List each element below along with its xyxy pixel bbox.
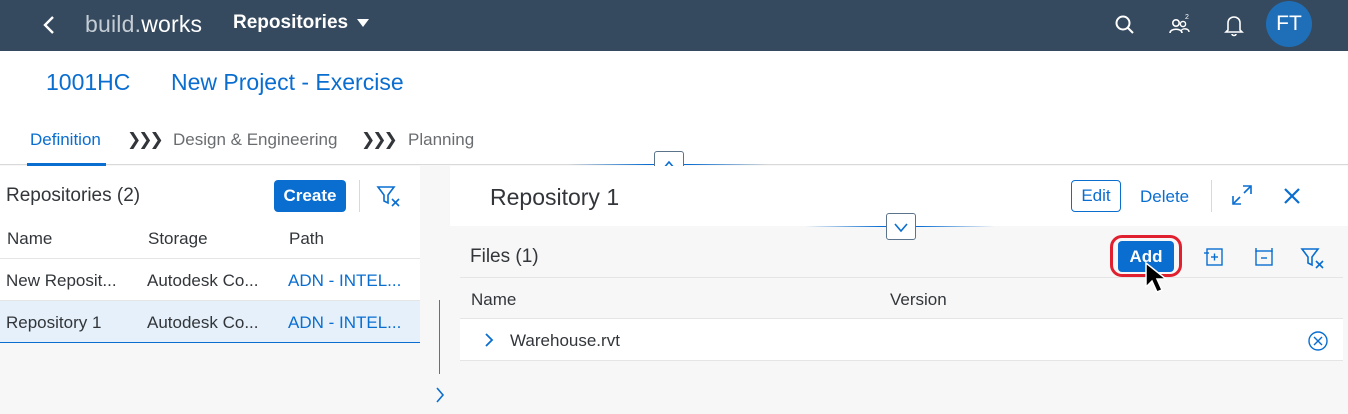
column-header-name[interactable]: Name bbox=[7, 229, 53, 248]
object-page-header: 1001HC New Project - Exercise Definition… bbox=[0, 51, 1348, 166]
add-button[interactable]: Add bbox=[1118, 241, 1174, 272]
table-row[interactable]: Warehouse.rvt bbox=[460, 319, 1343, 361]
detail-title: Repository 1 bbox=[490, 184, 620, 210]
bell-icon[interactable] bbox=[1221, 12, 1247, 38]
cell-storage: Autodesk Co... bbox=[147, 271, 259, 290]
brand-bold-text: works bbox=[141, 11, 203, 37]
tab-separator-icon: ❯❯❯ bbox=[361, 130, 398, 149]
active-tab-indicator bbox=[27, 163, 106, 166]
caret-down-icon bbox=[357, 19, 370, 27]
list-toolbar: Repositories (2) Create bbox=[0, 166, 420, 222]
object-id: 1001HC bbox=[46, 69, 131, 95]
remove-row-icon[interactable] bbox=[1307, 330, 1329, 352]
cell-name: New Reposit... bbox=[6, 271, 117, 290]
repositories-list-panel: Repositories (2) Create Name Storage Pat… bbox=[0, 166, 420, 414]
list-title: Repositories (2) bbox=[6, 185, 141, 206]
table-header-row: Name Storage Path bbox=[0, 216, 420, 259]
create-button[interactable]: Create bbox=[274, 180, 346, 212]
files-tree-table: Name Version Warehouse.rvt bbox=[460, 277, 1343, 361]
expand-header-button[interactable] bbox=[886, 213, 916, 240]
chevron-down-icon bbox=[894, 222, 908, 232]
tab-design-engineering[interactable]: Design & Engineering bbox=[173, 130, 338, 149]
repository-detail-panel: Repository 1 Edit Delete Files (1) Add bbox=[450, 166, 1348, 414]
expand-row-icon[interactable] bbox=[482, 331, 496, 349]
collapse-all-icon[interactable] bbox=[1252, 246, 1276, 268]
cell-path-link[interactable]: ADN - INTEL... bbox=[288, 313, 402, 332]
back-icon[interactable] bbox=[38, 11, 62, 39]
column-header-name[interactable]: Name bbox=[471, 290, 517, 309]
clear-filter-icon[interactable] bbox=[1299, 246, 1327, 272]
delete-button[interactable]: Delete bbox=[1140, 187, 1190, 206]
close-icon[interactable] bbox=[1282, 186, 1302, 206]
column-header-version[interactable]: Version bbox=[890, 290, 947, 309]
tab-separator-icon: ❯❯❯ bbox=[127, 130, 164, 149]
brand-light-text: build. bbox=[85, 11, 142, 37]
app-menu-title: Repositories bbox=[233, 12, 349, 33]
fullscreen-icon[interactable] bbox=[1230, 183, 1254, 207]
table-header-row: Name Version bbox=[460, 277, 1343, 319]
app-menu-button[interactable]: Repositories bbox=[233, 12, 370, 34]
repositories-table: Name Storage Path New Reposit... Autodes… bbox=[0, 216, 420, 343]
clear-filter-icon[interactable] bbox=[375, 184, 403, 210]
chevron-right-icon[interactable] bbox=[432, 384, 448, 406]
search-icon[interactable] bbox=[1112, 12, 1138, 38]
object-title: New Project - Exercise bbox=[171, 69, 404, 95]
shell-bar: build.works Repositories 2 FT bbox=[0, 0, 1348, 51]
mouse-cursor-icon bbox=[1145, 261, 1169, 293]
svg-text:2: 2 bbox=[1185, 14, 1189, 21]
people-icon[interactable]: 2 bbox=[1167, 12, 1193, 38]
table-row-selected[interactable]: Repository 1 Autodesk Co... ADN - INTEL.… bbox=[0, 301, 420, 343]
toolbar-separator bbox=[1211, 180, 1212, 212]
files-title: Files (1) bbox=[470, 246, 539, 267]
cell-file-name: Warehouse.rvt bbox=[510, 331, 620, 350]
column-header-storage[interactable]: Storage bbox=[148, 229, 208, 248]
tab-definition[interactable]: Definition bbox=[30, 130, 101, 149]
column-header-path[interactable]: Path bbox=[289, 229, 324, 248]
table-row[interactable]: New Reposit... Autodesk Co... ADN - INTE… bbox=[0, 259, 420, 301]
cell-path-link[interactable]: ADN - INTEL... bbox=[288, 271, 402, 290]
splitter-bar[interactable] bbox=[439, 300, 440, 374]
expand-all-icon[interactable] bbox=[1202, 246, 1226, 268]
cell-storage: Autodesk Co... bbox=[147, 313, 259, 332]
cell-name: Repository 1 bbox=[6, 313, 102, 332]
user-avatar[interactable]: FT bbox=[1266, 1, 1312, 47]
app-brand[interactable]: build.works bbox=[85, 11, 202, 38]
toolbar-separator bbox=[359, 180, 360, 212]
edit-button[interactable]: Edit bbox=[1071, 180, 1121, 212]
tab-planning[interactable]: Planning bbox=[408, 130, 475, 149]
